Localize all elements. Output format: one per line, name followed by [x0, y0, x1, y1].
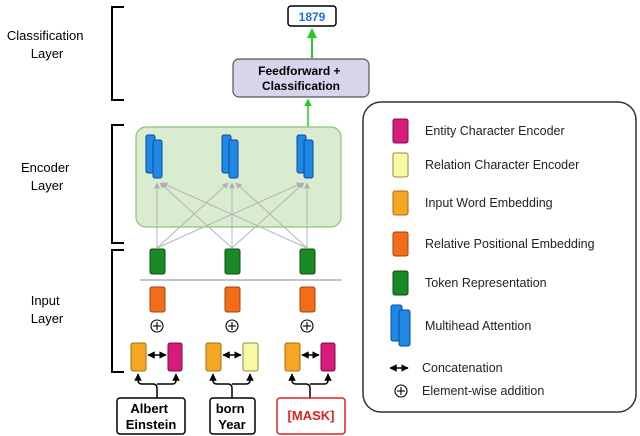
attention-edge: [156, 182, 303, 249]
multihead-attention-blocks: [145, 134, 314, 179]
legend-item-concatenation: Concatenation: [389, 361, 503, 375]
circled-plus-icon: [394, 384, 408, 398]
legend-box: [362, 101, 637, 413]
legend-label: Element-wise addition: [422, 384, 544, 398]
classification-bracket: [111, 6, 124, 101]
word-fork-arrows: [134, 373, 332, 398]
circled-plus-icon: [150, 319, 164, 333]
positional-embedding-block: [224, 286, 241, 313]
attention-connections: [154, 182, 310, 249]
element-wise-additions: [150, 319, 314, 333]
legend-label: Relative Positional Embedding: [425, 237, 595, 251]
input-word-albert-einstein: Albert Einstein: [116, 397, 186, 435]
positional-embedding-block: [149, 286, 166, 313]
legend-item-addition: Element-wise addition: [394, 384, 544, 398]
token-representation-blocks: [149, 248, 316, 275]
input-layer-label: Input Layer: [31, 293, 64, 326]
attention-edge: [161, 182, 308, 249]
input-word-embedding-block: [392, 190, 409, 216]
legend-item-positional: Relative Positional Embedding: [392, 231, 595, 257]
encoder-bracket: [111, 124, 124, 244]
legend-label: Concatenation: [422, 361, 503, 375]
legend-label: Multihead Attention: [425, 319, 531, 333]
relation-encoder-block: [242, 342, 259, 372]
legend-item-input-word: Input Word Embedding: [392, 190, 553, 216]
input-word-embedding-block: [130, 342, 147, 372]
classification-layer-label: Classification Layer: [7, 28, 87, 61]
attention-edge: [235, 182, 308, 249]
positional-embedding-block: [299, 286, 316, 313]
input-word-embedding-block: [205, 342, 222, 372]
feedforward-label: Feedforward + Classification: [258, 64, 344, 93]
svg-text:Albert Einstein: Albert Einstein: [126, 401, 177, 432]
attention-edge: [156, 182, 229, 249]
input-token-albert-einstein: [130, 342, 183, 372]
layer-brackets: [111, 6, 124, 373]
token-representation-block: [392, 270, 409, 296]
relation-encoder-block: [392, 152, 409, 178]
token-representation-block: [149, 248, 166, 275]
legend-item-entity: Entity Character Encoder: [392, 118, 565, 144]
entity-encoder-block: [167, 342, 183, 372]
svg-text:born Year: born Year: [216, 401, 249, 432]
input-word-mask: [MASK]: [276, 397, 346, 435]
output-value: 1879: [299, 10, 326, 24]
attention-edge: [231, 182, 305, 249]
input-bracket: [111, 249, 124, 373]
multihead-attention-block: [221, 134, 239, 179]
output-box: 1879: [287, 5, 337, 27]
attention-edge: [159, 182, 233, 249]
circled-plus-icon: [300, 319, 314, 333]
entity-encoder-block: [320, 342, 336, 372]
legend-label: Input Word Embedding: [425, 196, 553, 210]
positional-embedding-blocks: [149, 286, 316, 313]
encoder-box: [135, 126, 342, 228]
entity-encoder-block: [392, 118, 409, 144]
encoder-layer-label: Encoder Layer: [21, 160, 73, 193]
multihead-attention-block: [145, 134, 163, 179]
circled-plus-icon: [225, 319, 239, 333]
positional-embedding-block: [392, 231, 409, 257]
legend-item-token: Token Representation: [392, 270, 547, 296]
legend-item-attention: Multihead Attention: [390, 304, 531, 347]
token-representation-block: [299, 248, 316, 275]
legend: Entity Character Encoder Relation Charac…: [362, 101, 637, 413]
legend-label: Entity Character Encoder: [425, 124, 565, 138]
input-token-born-year: [205, 342, 259, 372]
multihead-attention-block: [390, 304, 411, 347]
token-representation-block: [224, 248, 241, 275]
legend-label: Token Representation: [425, 276, 547, 290]
input-word-born-year: born Year: [209, 397, 256, 435]
input-word-embedding-block: [284, 342, 301, 372]
multihead-attention-block: [296, 134, 314, 179]
input-token-mask: [284, 342, 336, 372]
legend-item-relation: Relation Character Encoder: [392, 152, 579, 178]
feedforward-box: Feedforward + Classification: [232, 58, 370, 98]
svg-text:[MASK]: [MASK]: [288, 408, 335, 423]
legend-label: Relation Character Encoder: [425, 158, 579, 172]
